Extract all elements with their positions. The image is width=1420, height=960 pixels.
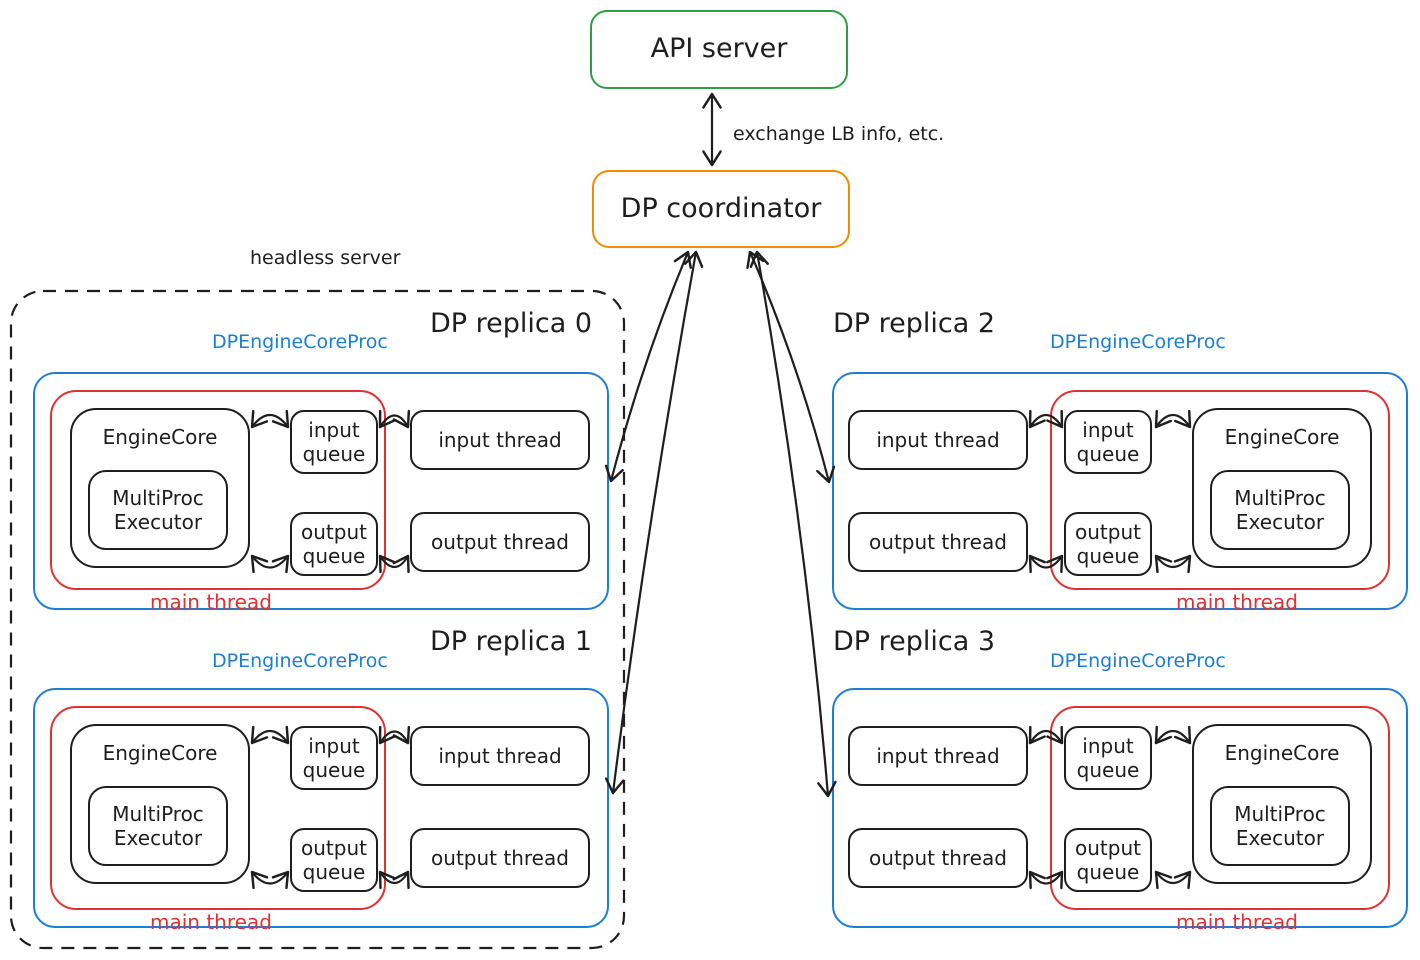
- output-queue-label: output queue: [301, 519, 367, 568]
- input-queue-label: input queue: [1076, 733, 1140, 782]
- replica-3-output-thread-box: output thread: [848, 828, 1028, 888]
- replica-1-title: DP replica 1: [430, 626, 593, 657]
- replica-2-input-queue-box: input queue: [1064, 410, 1152, 474]
- multiproc-executor-label: MultiProc Executor: [112, 801, 204, 850]
- exchange-lb-info-label: exchange LB info, etc.: [733, 123, 945, 145]
- output-queue-label: output queue: [1075, 835, 1141, 884]
- replica-2-output-queue-box: output queue: [1064, 512, 1152, 576]
- input-queue-label: input queue: [1076, 417, 1140, 466]
- replica-1-multiproc-executor-box: MultiProc Executor: [88, 786, 228, 866]
- replica-1-dpenginecoreproc-label: DPEngineCoreProc: [212, 650, 388, 672]
- input-thread-label: input thread: [438, 743, 562, 768]
- replica-0-main-thread-label: main thread: [150, 590, 272, 614]
- replica-1-output-thread-box: output thread: [410, 828, 590, 888]
- replica-2-multiproc-executor-box: MultiProc Executor: [1210, 470, 1350, 550]
- replica-1-main-thread-label: main thread: [150, 910, 272, 934]
- replica-2-input-thread-box: input thread: [848, 410, 1028, 470]
- enginecore-label: EngineCore: [102, 425, 218, 449]
- enginecore-label: EngineCore: [102, 741, 218, 765]
- output-thread-label: output thread: [431, 845, 569, 870]
- replica-1-output-queue-box: output queue: [290, 828, 378, 892]
- multiproc-executor-label: MultiProc Executor: [1234, 801, 1326, 850]
- replica-3-title: DP replica 3: [833, 626, 996, 657]
- input-queue-label: input queue: [302, 733, 366, 782]
- input-thread-label: input thread: [876, 427, 1000, 452]
- replica-2-main-thread-label: main thread: [1176, 590, 1298, 614]
- arrow-coordinator-replica2: [746, 250, 836, 484]
- replica-1-input-queue-box: input queue: [290, 726, 378, 790]
- replica-0-input-queue-box: input queue: [290, 410, 378, 474]
- replica-0-input-thread-box: input thread: [410, 410, 590, 470]
- replica-0-title: DP replica 0: [430, 308, 593, 339]
- input-thread-label: input thread: [876, 743, 1000, 768]
- replica-3-dpenginecoreproc-label: DPEngineCoreProc: [1050, 650, 1226, 672]
- headless-server-label: headless server: [250, 247, 401, 269]
- output-thread-label: output thread: [869, 845, 1007, 870]
- arrow-coordinator-replica0: [604, 250, 692, 483]
- arrow-coordinator-replica1: [604, 250, 704, 795]
- enginecore-label: EngineCore: [1224, 741, 1340, 765]
- replica-0-multiproc-executor-box: MultiProc Executor: [88, 470, 228, 550]
- replica-0-output-thread-box: output thread: [410, 512, 590, 572]
- replica-3-input-thread-box: input thread: [848, 726, 1028, 786]
- replica-1-input-thread-box: input thread: [410, 726, 590, 786]
- multiproc-executor-label: MultiProc Executor: [1234, 485, 1326, 534]
- replica-2-main-thread-box: [1050, 390, 1390, 590]
- dp-coordinator-label: DP coordinator: [620, 192, 822, 224]
- replica-2-dpenginecoreproc-label: DPEngineCoreProc: [1050, 331, 1226, 353]
- output-queue-label: output queue: [301, 835, 367, 884]
- input-queue-label: input queue: [302, 417, 366, 466]
- replica-3-main-thread-label: main thread: [1176, 910, 1298, 934]
- api-server-box: API server: [590, 10, 848, 89]
- replica-3-multiproc-executor-box: MultiProc Executor: [1210, 786, 1350, 866]
- multiproc-executor-label: MultiProc Executor: [112, 485, 204, 534]
- replica-2-output-thread-box: output thread: [848, 512, 1028, 572]
- output-thread-label: output thread: [431, 529, 569, 554]
- replica-2-title: DP replica 2: [833, 308, 996, 339]
- input-thread-label: input thread: [438, 427, 562, 452]
- output-queue-label: output queue: [1075, 519, 1141, 568]
- dp-coordinator-box: DP coordinator: [592, 170, 850, 248]
- enginecore-label: EngineCore: [1224, 425, 1340, 449]
- replica-3-output-queue-box: output queue: [1064, 828, 1152, 892]
- arrow-coordinator-replica3: [749, 250, 837, 798]
- replica-0-output-queue-box: output queue: [290, 512, 378, 576]
- replica-0-dpenginecoreproc-label: DPEngineCoreProc: [212, 331, 388, 353]
- replica-3-input-queue-box: input queue: [1064, 726, 1152, 790]
- replica-3-main-thread-box: [1050, 706, 1390, 910]
- api-server-label: API server: [650, 33, 788, 65]
- output-thread-label: output thread: [869, 529, 1007, 554]
